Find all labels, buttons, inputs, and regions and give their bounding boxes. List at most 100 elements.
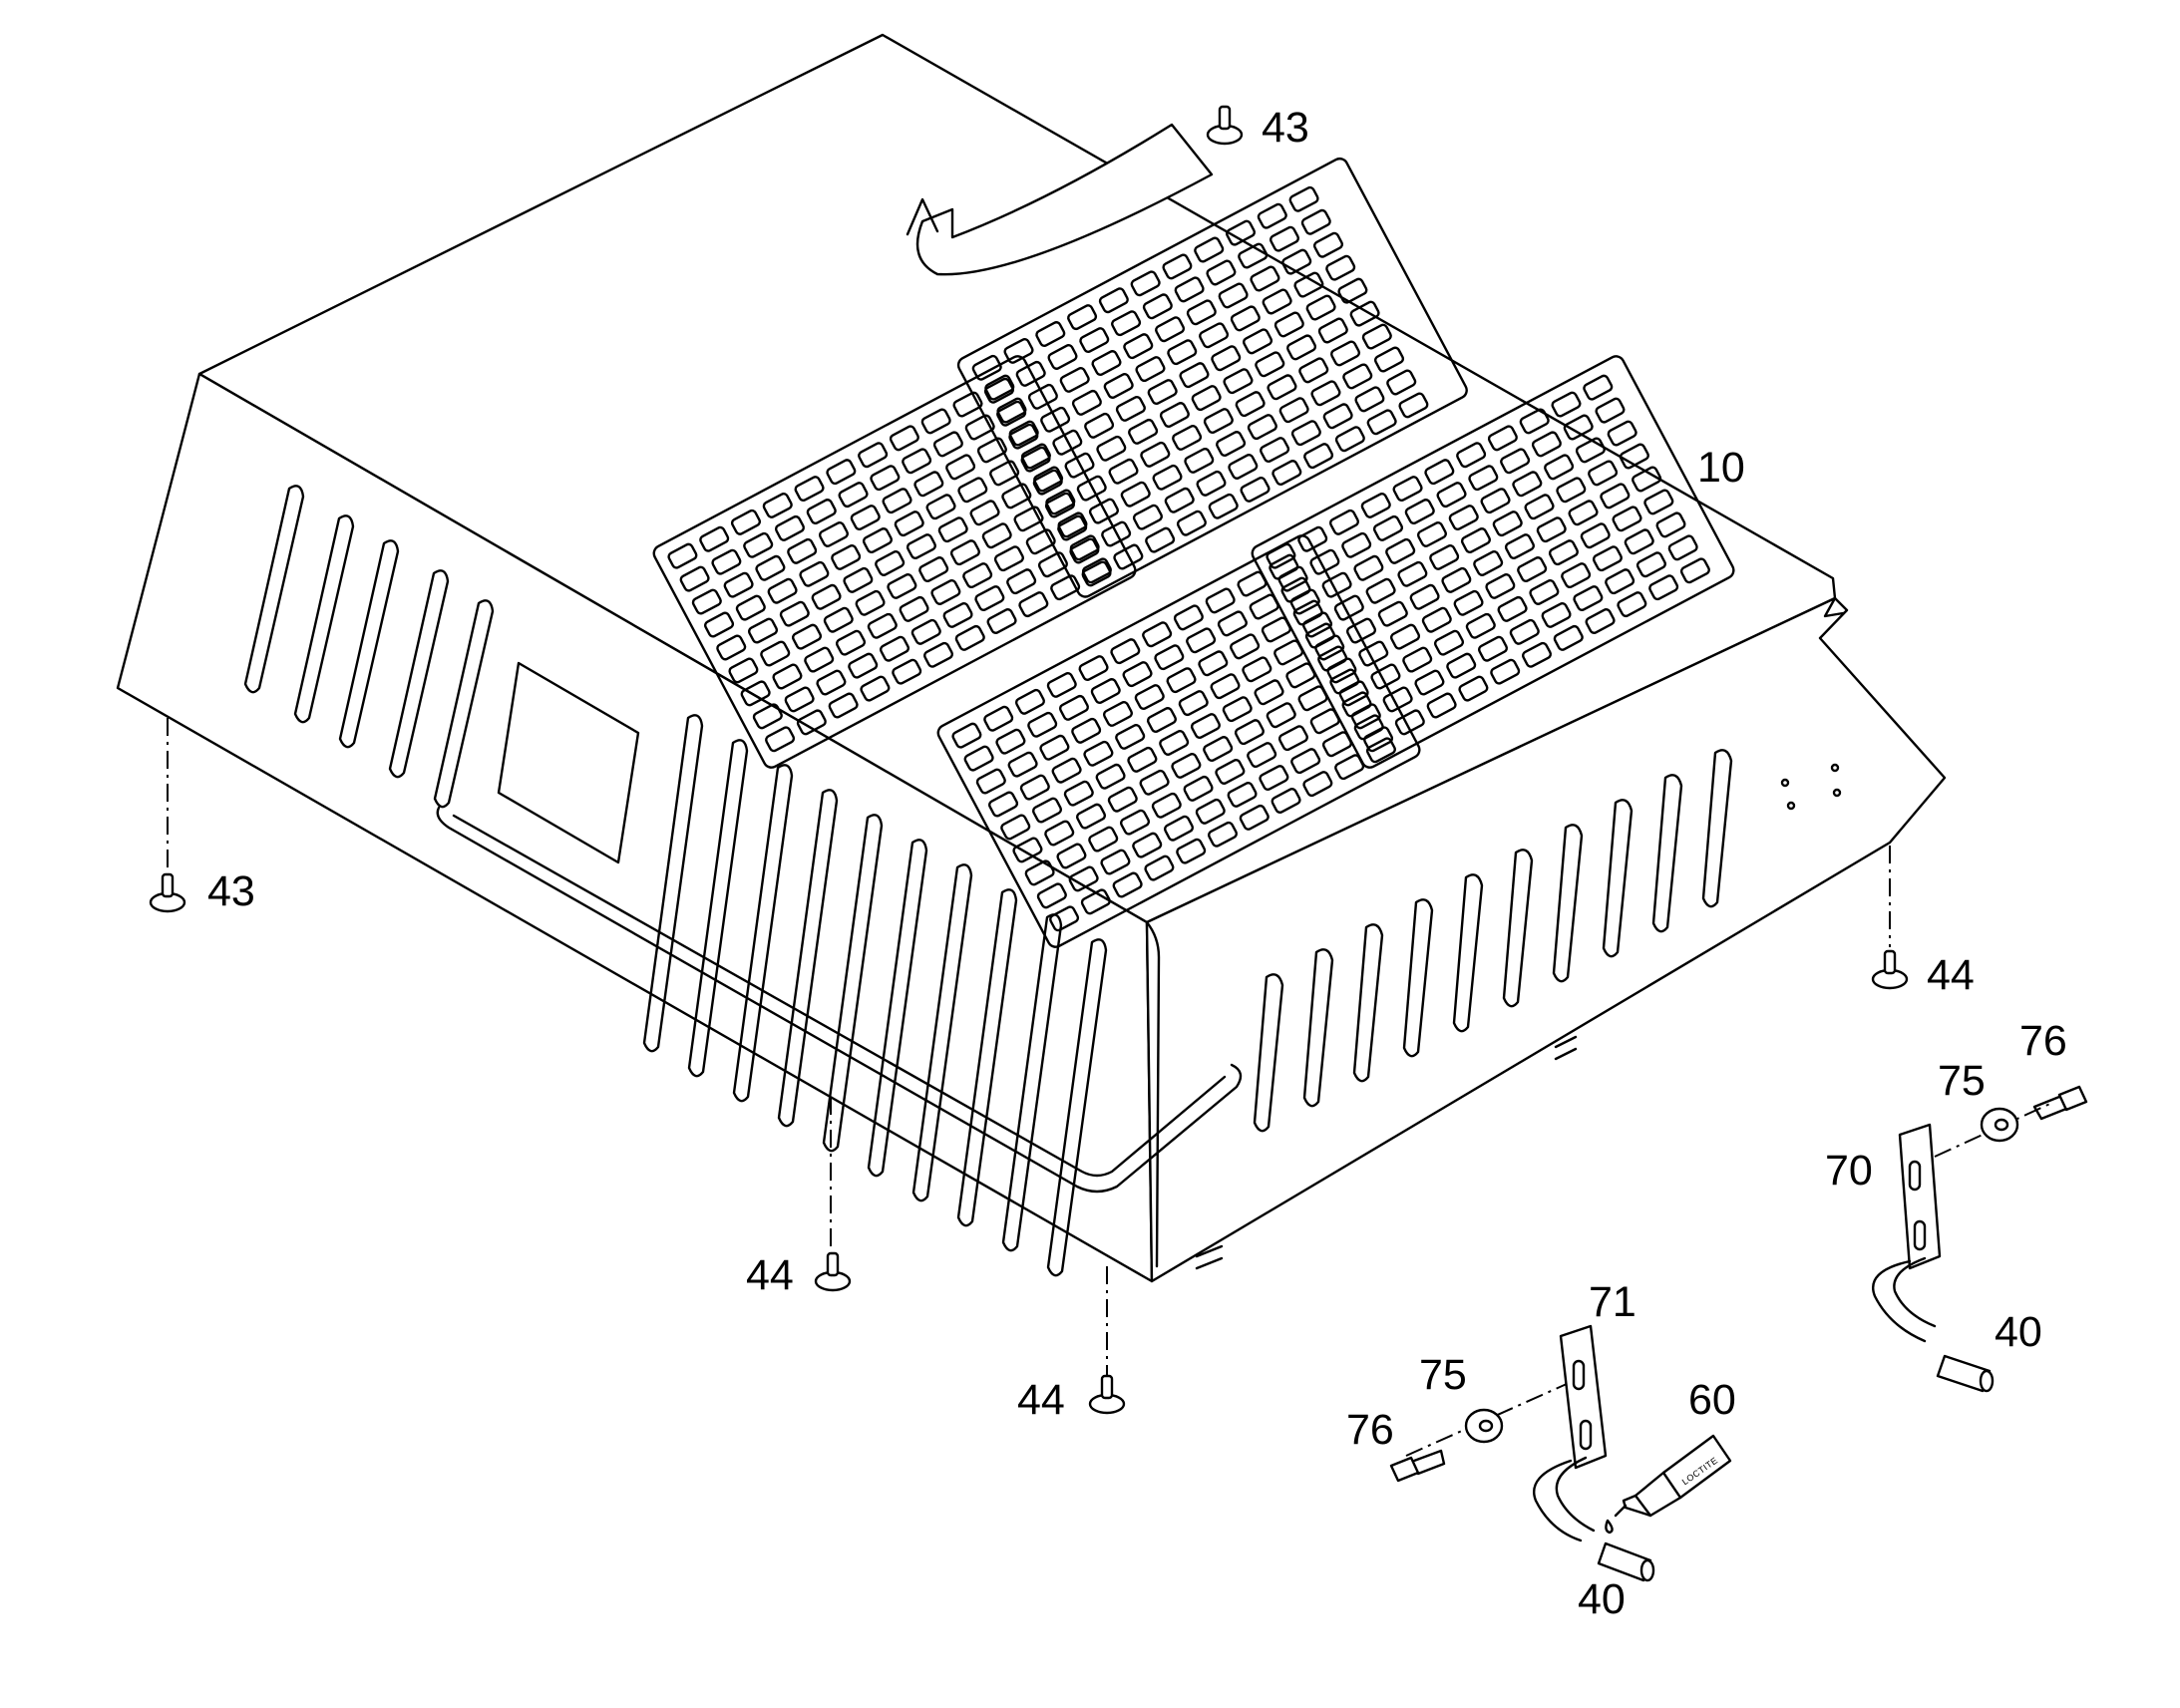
right-side-vent-slots bbox=[1253, 749, 1733, 1133]
grille-hole bbox=[728, 657, 759, 684]
grille-hole bbox=[1103, 373, 1134, 399]
grille-hole bbox=[765, 726, 796, 753]
grille-hole bbox=[1159, 730, 1190, 756]
grille-hole bbox=[1122, 661, 1153, 688]
grille-hole bbox=[1385, 537, 1416, 564]
grille-hole bbox=[1255, 351, 1285, 378]
grille-hole bbox=[1487, 425, 1518, 452]
cover-stud-front bbox=[1195, 1244, 1224, 1270]
grille-hole bbox=[1242, 656, 1272, 683]
grille-hole bbox=[667, 542, 698, 569]
grille-hole bbox=[1235, 391, 1266, 418]
grille-hole bbox=[1619, 443, 1649, 470]
grille-hole bbox=[1273, 639, 1304, 666]
grille-hole bbox=[1068, 865, 1099, 892]
grille-hole bbox=[1398, 392, 1429, 419]
grille-hole bbox=[1090, 678, 1121, 704]
grille-hole bbox=[1394, 709, 1425, 736]
grille-hole bbox=[1588, 460, 1619, 487]
grille-hole bbox=[1144, 854, 1175, 881]
grille-hole bbox=[922, 641, 954, 668]
grille-hole bbox=[1084, 412, 1115, 439]
grille-hole bbox=[1353, 554, 1384, 581]
grille-hole bbox=[918, 556, 949, 582]
grille-hole bbox=[1524, 494, 1555, 520]
grille-hole bbox=[1500, 448, 1531, 475]
grille-hole bbox=[704, 611, 735, 638]
grille-hole bbox=[1272, 460, 1302, 486]
vent-slot bbox=[338, 539, 400, 749]
grille-hole bbox=[1286, 334, 1317, 361]
grille-hole bbox=[1424, 459, 1455, 486]
grille-hole bbox=[1059, 366, 1090, 393]
grille-hole bbox=[1199, 322, 1230, 349]
grille-hole bbox=[1088, 826, 1119, 853]
grille-hole bbox=[1115, 723, 1146, 750]
grille-hole bbox=[1225, 219, 1257, 246]
grille-hole bbox=[1421, 606, 1452, 633]
grille-hole bbox=[1254, 679, 1284, 706]
vent-slot bbox=[822, 814, 884, 1153]
grille-hole bbox=[1032, 797, 1063, 824]
grille-hole bbox=[855, 589, 886, 616]
grille-hole bbox=[1386, 369, 1417, 396]
top-grille-left bbox=[652, 355, 1137, 769]
vent-slot bbox=[1046, 938, 1108, 1277]
grille-hole bbox=[1271, 788, 1301, 814]
grille-hole bbox=[892, 658, 922, 685]
grille-hole bbox=[1536, 516, 1567, 543]
grille-hole bbox=[862, 527, 893, 553]
grille-hole bbox=[1346, 617, 1377, 644]
grille-hole bbox=[1210, 673, 1241, 700]
grille-hole bbox=[1441, 566, 1472, 593]
grille-hole bbox=[1190, 713, 1221, 740]
grille-hole bbox=[1290, 420, 1321, 447]
grille-hole bbox=[1247, 414, 1277, 441]
vent-slot bbox=[732, 764, 794, 1103]
grille-hole bbox=[1027, 711, 1058, 738]
cover-stud-right bbox=[1554, 1035, 1578, 1061]
grille-hole bbox=[1605, 568, 1635, 595]
vent-slot bbox=[956, 888, 1018, 1227]
grille-hole bbox=[1079, 327, 1110, 354]
grille-hole bbox=[1446, 652, 1477, 679]
grille-hole bbox=[1337, 277, 1368, 304]
grille-hole bbox=[1456, 442, 1487, 469]
grille-hole bbox=[1171, 752, 1202, 779]
grille-hole bbox=[1119, 809, 1151, 836]
grille-hole bbox=[1132, 504, 1163, 530]
grille-hole bbox=[889, 425, 919, 452]
engine-cover bbox=[116, 33, 1947, 1283]
grille-hole bbox=[981, 522, 1012, 549]
grille-hole bbox=[875, 550, 906, 576]
install-line-75-left bbox=[1405, 1370, 1597, 1457]
grille-hole bbox=[913, 471, 944, 498]
grille-hole bbox=[963, 745, 994, 772]
grille-hole bbox=[879, 635, 910, 662]
grille-hole bbox=[1354, 386, 1385, 413]
rubber-foot-44-bottom bbox=[1088, 1374, 1126, 1415]
cover-side-window bbox=[497, 661, 640, 864]
cover-right-face bbox=[1145, 596, 1947, 1283]
grille-hole bbox=[1196, 470, 1227, 497]
grille-hole bbox=[1632, 466, 1662, 493]
grille-hole bbox=[1071, 389, 1102, 416]
bolt-76-left bbox=[1389, 1449, 1446, 1483]
grille-hole bbox=[1480, 488, 1511, 514]
grille-hole bbox=[1309, 708, 1340, 735]
grille-hole bbox=[1069, 534, 1100, 561]
vent-slot bbox=[293, 514, 355, 724]
grille-hole bbox=[1078, 655, 1109, 682]
grille-hole bbox=[835, 629, 867, 656]
vent-slot bbox=[1402, 898, 1434, 1058]
side-hole bbox=[1786, 801, 1796, 811]
grille-hole bbox=[1267, 374, 1297, 401]
grille-hole bbox=[1012, 837, 1043, 863]
grille-hole bbox=[984, 374, 1015, 401]
left-side-vent-slots bbox=[243, 485, 1108, 1277]
grille-hole bbox=[838, 482, 869, 509]
grille-hole bbox=[1382, 686, 1413, 713]
grille-hole bbox=[1227, 781, 1258, 808]
grille-hole bbox=[1404, 499, 1435, 524]
grille-hole bbox=[1370, 663, 1401, 690]
